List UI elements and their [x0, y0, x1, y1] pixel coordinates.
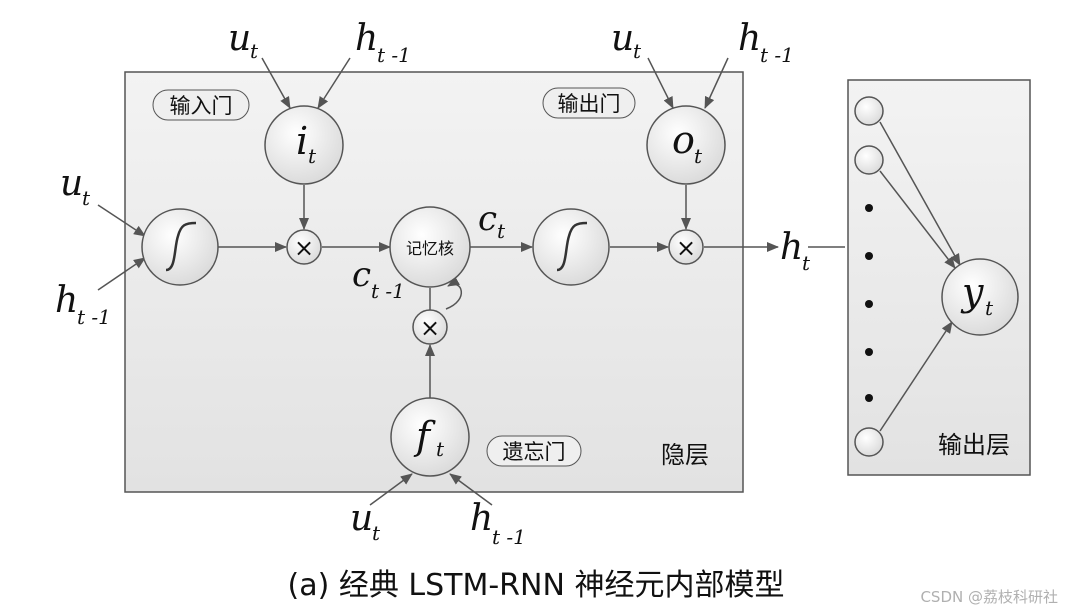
y-node-symbol: y: [960, 270, 984, 314]
var-h-left: h: [55, 280, 78, 321]
var-h-out-sub: t: [802, 251, 811, 275]
forget-gate-sub: t: [436, 437, 445, 461]
output-gate-sub: t: [694, 144, 703, 168]
output-node-2: [854, 145, 884, 175]
ellipsis-dot: [865, 252, 873, 260]
var-c-prev-sub: t -1: [371, 279, 405, 303]
ellipsis-dot: [865, 394, 873, 402]
multiply-icon-output: ×: [676, 234, 696, 262]
output-gate-symbol: o: [672, 118, 695, 162]
sigmoid-out-icon: [556, 221, 588, 272]
var-u-bottom-sub: t: [372, 521, 381, 545]
output-node-last: [854, 427, 884, 457]
arrow-ht1-to-o: [704, 57, 729, 109]
forget-gate-label: 遗忘门: [503, 440, 566, 464]
input-gate-circle: [264, 105, 344, 185]
var-c-sub: t: [497, 219, 506, 243]
var-h-top-left: h: [355, 18, 378, 59]
output-gate-pill: [542, 87, 636, 119]
arrow-nodelast-to-y: [879, 321, 953, 432]
watermark: CSDN @荔枝科研社: [920, 588, 1058, 606]
memory-core-circle: [389, 206, 471, 288]
input-gate-label: 输入门: [170, 94, 233, 118]
var-h-top-right: h: [738, 18, 761, 59]
var-h-top-left-sub: t -1: [377, 43, 411, 67]
arrow-ut-to-sig1: [97, 204, 146, 237]
output-gate-circle: [646, 105, 726, 185]
arrow-node2-to-y: [879, 170, 956, 269]
sigmoid-out-circle: [532, 208, 610, 286]
var-u-left: u: [60, 163, 83, 204]
var-c-prev: c: [352, 255, 371, 295]
forget-gate-pill: [486, 435, 582, 467]
var-h-bottom-sub: t -1: [492, 525, 526, 549]
y-node-sub: t: [985, 296, 994, 320]
multiply-node-forget: [412, 309, 448, 345]
var-u-top-left-sub: t: [250, 39, 259, 63]
sigmoid-in-icon: [165, 221, 197, 272]
var-u-top-right: u: [611, 18, 634, 59]
figure-caption: (a) 经典 LSTM-RNN 神经元内部模型: [287, 568, 785, 603]
arrow-ht1-to-f: [449, 473, 493, 506]
multiply-icon-input: ×: [294, 234, 314, 262]
input-gate-pill: [152, 89, 250, 121]
input-gate-symbol: i: [296, 119, 308, 163]
y-node-circle: [941, 258, 1019, 336]
memory-core-label: 记忆核: [406, 239, 454, 258]
var-u-top-right-sub: t: [633, 39, 642, 63]
arrow-ut-to-i: [261, 57, 291, 109]
var-h-bottom: h: [470, 498, 493, 539]
arrow-ht1-to-sig1: [97, 257, 146, 291]
arrow-ut-to-o: [647, 57, 674, 109]
output-node-1: [854, 96, 884, 126]
multiply-icon-forget: ×: [420, 314, 440, 342]
input-gate-sub: t: [308, 144, 317, 168]
arrow-ut-to-f: [369, 473, 413, 506]
ellipsis-dot: [865, 348, 873, 356]
ellipsis-dot: [865, 300, 873, 308]
recurrent-loop: [445, 276, 463, 310]
var-c: c: [478, 199, 497, 239]
ellipsis-dot: [865, 204, 873, 212]
multiply-node-output: [668, 229, 704, 265]
multiply-node-input: [286, 229, 322, 265]
var-u-left-sub: t: [82, 186, 91, 210]
var-u-top-left: u: [228, 18, 251, 59]
sigmoid-in-circle: [141, 208, 219, 286]
hidden-layer-label: 隐层: [661, 441, 709, 469]
output-gate-label: 输出门: [558, 92, 621, 116]
var-u-bottom: u: [350, 498, 373, 539]
forget-gate-circle: [390, 397, 470, 477]
var-h-out: h: [780, 227, 803, 268]
var-h-left-sub: t -1: [77, 305, 111, 329]
output-layer-label: 输出层: [938, 431, 1010, 459]
var-h-top-right-sub: t -1: [760, 43, 794, 67]
arrow-node1-to-y: [879, 121, 961, 266]
arrow-ht1-to-i: [317, 57, 351, 109]
